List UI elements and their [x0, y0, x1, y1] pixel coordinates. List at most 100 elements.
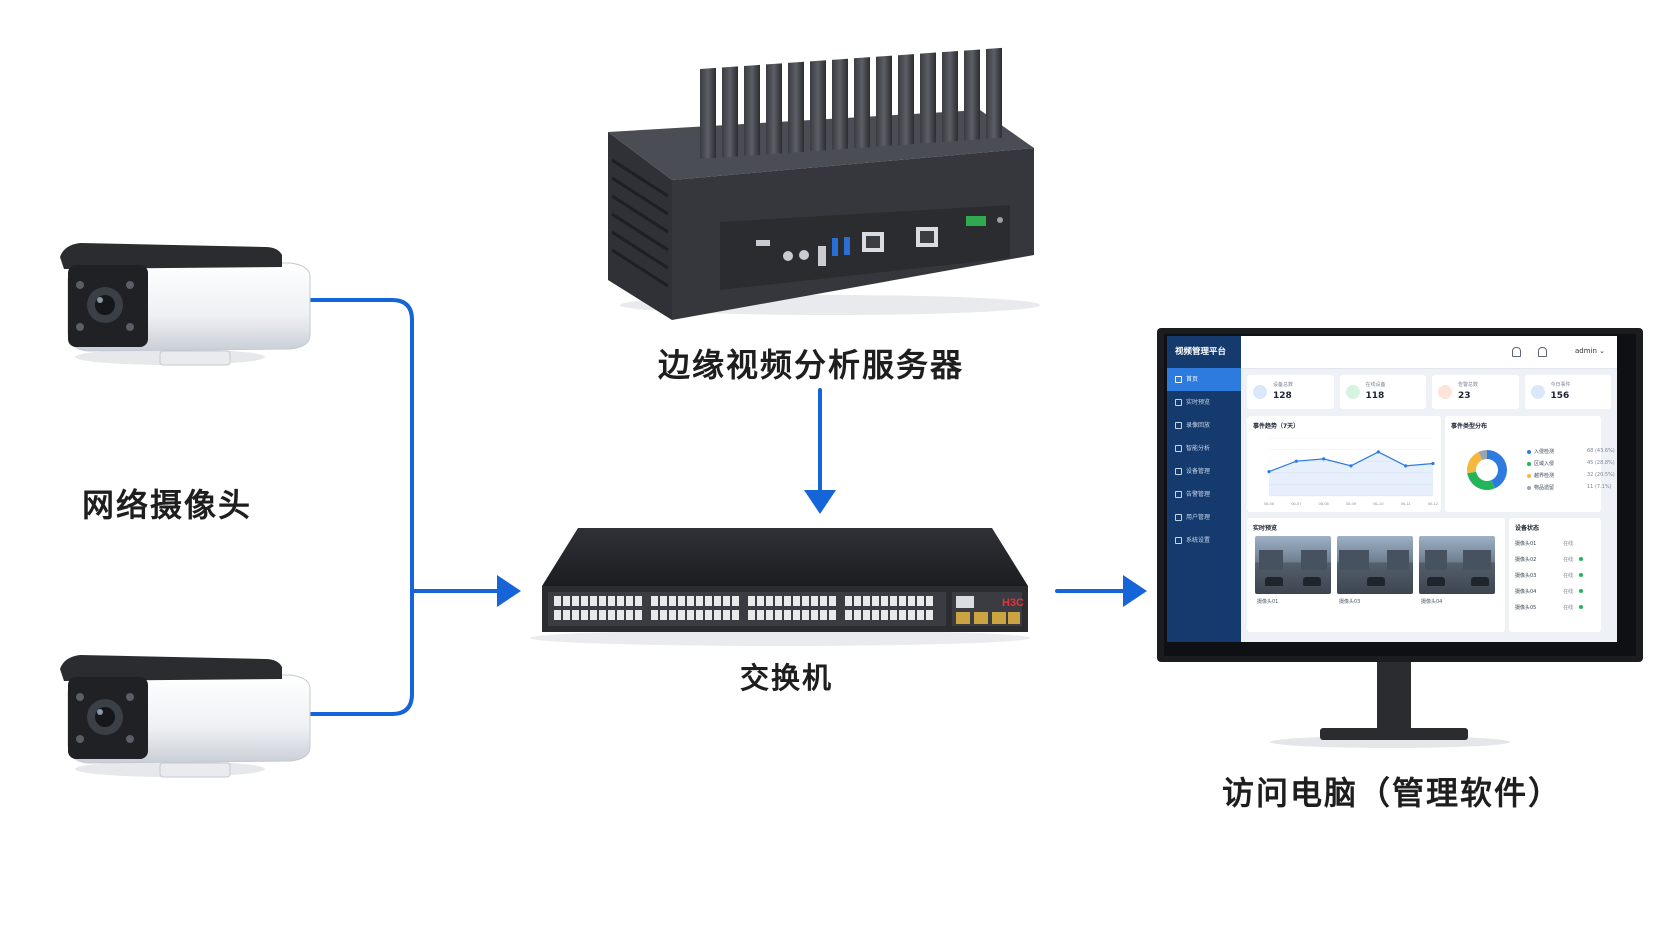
camera-thumbnail[interactable] — [1419, 536, 1495, 594]
online-dot — [1579, 557, 1583, 561]
pie-title: 事件类型分布 — [1451, 423, 1488, 430]
switch-port — [590, 610, 597, 620]
switch-port — [563, 610, 570, 620]
trend-point — [1267, 470, 1271, 474]
stat-card[interactable]: 在线设备 118 — [1339, 375, 1426, 409]
camera-thumbnail[interactable] — [1337, 536, 1413, 594]
switch-port — [854, 596, 861, 606]
ui-nav-item-analysis[interactable]: 智能分析 — [1167, 437, 1241, 460]
device-icon — [1175, 468, 1182, 475]
switch-port — [766, 596, 773, 606]
ui-nav-label: 告警管理 — [1186, 491, 1211, 498]
trend-area — [1269, 451, 1433, 496]
switch-port — [660, 596, 667, 606]
device-status: 在线 — [1563, 573, 1574, 579]
ui-topbar: admin ⌄ — [1241, 336, 1617, 369]
ui-nav-item-alarms[interactable]: 告警管理 — [1167, 483, 1241, 506]
ui-nav-item-settings[interactable]: 系统设置 — [1167, 529, 1241, 552]
switch-port — [696, 596, 703, 606]
switch-port — [784, 596, 791, 606]
event-count-icon — [1530, 385, 1545, 399]
switch-port — [626, 596, 633, 606]
legend-value: 68 (43.6%) — [1587, 448, 1615, 454]
ui-nav-label: 设备管理 — [1186, 468, 1211, 475]
stat-label: 在线设备 — [1365, 382, 1386, 388]
bell-icon[interactable] — [1512, 347, 1521, 357]
camera-thumbnail[interactable] — [1255, 536, 1331, 594]
camera-label: 网络摄像头 — [82, 486, 253, 524]
stat-card[interactable]: 今日事件 156 — [1524, 375, 1611, 409]
switch-port — [926, 610, 933, 620]
arrow-head-server-down — [804, 490, 836, 514]
camera-name: 摄像头01 — [1257, 599, 1279, 605]
device-name: 摄像头05 — [1515, 605, 1537, 611]
switch-port — [775, 610, 782, 620]
stat-card[interactable]: 设备总数 128 — [1247, 375, 1334, 409]
donut-slice — [1467, 471, 1495, 490]
network-switch-icon: H3C — [530, 528, 1030, 646]
alarm-icon — [1175, 491, 1182, 498]
switch-port — [784, 610, 791, 620]
switch-port — [687, 610, 694, 620]
device-status: 在线 — [1563, 557, 1574, 563]
switch-port — [775, 596, 782, 606]
stat-value: 23 — [1458, 391, 1471, 401]
event-donut-chart — [1467, 450, 1507, 490]
legend-value: 11 (7.1%) — [1587, 484, 1612, 490]
trend-point — [1404, 464, 1408, 468]
building-shape — [1463, 550, 1491, 570]
switch-port — [554, 610, 561, 620]
switch-port — [748, 596, 755, 606]
switch-port — [802, 610, 809, 620]
switch-port — [854, 610, 861, 620]
ui-nav-label: 智能分析 — [1186, 445, 1211, 452]
building-shape — [1339, 550, 1369, 570]
trend-title: 事件趋势（7天） — [1253, 423, 1300, 430]
server-label: 边缘视频分析服务器 — [658, 346, 965, 384]
ui-nav-item-devices[interactable]: 设备管理 — [1167, 460, 1241, 483]
switch-port — [678, 610, 685, 620]
online-dot — [1579, 573, 1583, 577]
switch-port — [863, 610, 870, 620]
ui-stat-cards: 设备总数 128 在线设备 118 告警总数 23 今日事件 156 — [1241, 369, 1617, 409]
ui-nav-item-live[interactable]: 实时预览 — [1167, 391, 1241, 414]
ui-nav-item-home[interactable]: 首页 — [1167, 368, 1241, 391]
x-tick-label: 06-11 — [1401, 501, 1412, 506]
switch-port — [829, 610, 836, 620]
switch-port — [881, 610, 888, 620]
donut-slice — [1487, 450, 1507, 489]
switch-port — [599, 596, 606, 606]
switch-port — [626, 610, 633, 620]
switch-port — [696, 610, 703, 620]
edge-server-icon — [608, 47, 1040, 320]
ui-nav-item-users[interactable]: 用户管理 — [1167, 506, 1241, 529]
ui-brand-title: 视频管理平台 — [1175, 347, 1227, 357]
switch-port — [669, 610, 676, 620]
ui-user-menu[interactable]: admin ⌄ — [1574, 347, 1605, 355]
ui-nav-item-playback[interactable]: 录像回放 — [1167, 414, 1241, 437]
live-preview-panel: 实时预览 摄像头01 摄像头03 摄像头04 — [1247, 518, 1505, 632]
switch-port — [820, 610, 827, 620]
stat-card[interactable]: 告警总数 23 — [1432, 375, 1519, 409]
switch-port — [617, 610, 624, 620]
legend-label: 入侵检测 — [1534, 449, 1555, 455]
camera-icon — [60, 243, 311, 366]
legend-label: 物品遗留 — [1534, 485, 1555, 491]
stat-value: 118 — [1365, 391, 1385, 401]
notification-icon[interactable] — [1538, 347, 1547, 357]
ui-sidebar: 视频管理平台 首页 实时预览 录像回放 智能分析 设备管理 告警管理 用户管理 … — [1167, 336, 1241, 642]
switch-port — [660, 610, 667, 620]
switch-port — [908, 596, 915, 606]
switch-port — [802, 596, 809, 606]
switch-port — [820, 596, 827, 606]
switch-port — [872, 610, 879, 620]
switch-port — [881, 596, 888, 606]
